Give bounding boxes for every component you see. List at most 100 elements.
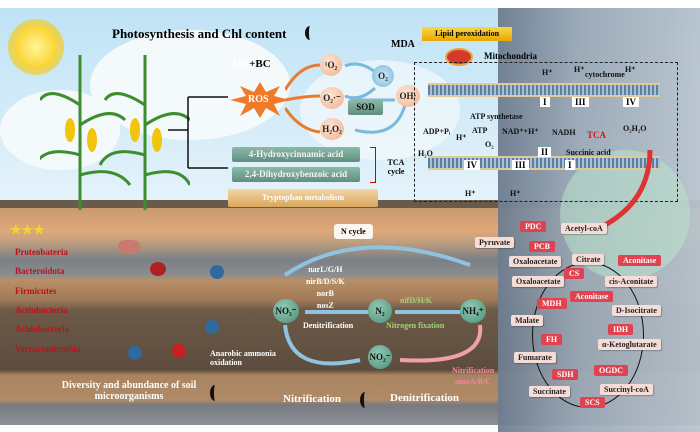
phylum-label: Proteobateria bbox=[15, 247, 68, 257]
microbe-icon bbox=[210, 265, 224, 279]
mitochondria-title: Mitochondria bbox=[484, 51, 537, 61]
h-plus-label: H⁺ bbox=[510, 189, 521, 198]
gene-label: nirB/D/S/K bbox=[306, 277, 345, 286]
n-cycle-arrows bbox=[283, 245, 483, 366]
microbe-icon bbox=[128, 346, 142, 360]
amo-genes-label: amoA/B/C bbox=[455, 377, 491, 386]
h2o-label: H₂O bbox=[418, 149, 433, 158]
n-cycle-box: N cycle bbox=[334, 224, 373, 239]
diversity-title: Diversity and abundance of soil microorg… bbox=[61, 380, 197, 402]
nitrate-node: NO₃⁻ bbox=[273, 299, 299, 323]
complex-iv: IV bbox=[464, 160, 481, 170]
decrease-arrow-icon bbox=[305, 26, 315, 40]
metabolite-oxaloacetate: Oxaloacetate bbox=[512, 276, 565, 287]
gene-label: nosZ bbox=[316, 301, 334, 310]
metabolite-alpha-ketoglutarate: α-Ketoglutarate bbox=[598, 339, 661, 350]
nif-genes-label: nifD/H/K bbox=[400, 296, 433, 305]
atp-label: ATP bbox=[472, 126, 488, 135]
metabolite-d-isocitrate: D-Isocitrate bbox=[612, 305, 661, 316]
metabolite-cis-aconitate: cis-Aconitate bbox=[605, 276, 658, 287]
tca-label: TCA bbox=[587, 130, 607, 140]
mda-label: MDA bbox=[391, 39, 415, 50]
enzyme-sdh: SDH bbox=[552, 369, 579, 380]
metabolite-malate: Malate bbox=[511, 315, 543, 326]
enzyme-aconitase: Aconitase bbox=[570, 291, 614, 302]
complex-iv: IV bbox=[623, 97, 640, 107]
tca-cycle-label: TCA cycle bbox=[387, 158, 405, 176]
inner-membrane-top bbox=[428, 83, 660, 97]
complex-ii: II bbox=[538, 147, 552, 157]
mitochondrion-icon bbox=[445, 48, 473, 66]
red-bracket bbox=[370, 147, 376, 183]
complex-i: I bbox=[565, 160, 575, 170]
gene-label: narL/G/H bbox=[308, 265, 343, 274]
enzyme-aconitase: Aconitase bbox=[618, 255, 662, 266]
nitrification-title: Nitrification bbox=[283, 393, 342, 405]
o2-h2o-label: O₂H₂O bbox=[623, 124, 647, 133]
treatment-mp: MP bbox=[232, 58, 250, 70]
complex-iii: III bbox=[572, 97, 589, 107]
phylum-label: Acidobacteria bbox=[15, 324, 69, 334]
cloud bbox=[0, 90, 120, 170]
phylum-label: Firmicutes bbox=[15, 286, 57, 296]
phylum-label: Bacteroidota bbox=[15, 266, 65, 276]
atp-synthetase-label: ATP synthetase bbox=[470, 112, 523, 121]
lipid-peroxidation-box: Lipid peroxidation bbox=[422, 27, 512, 41]
microbe-icon bbox=[150, 262, 166, 276]
enzyme-idh: IDH bbox=[608, 324, 634, 335]
complex-i: I bbox=[540, 97, 550, 107]
nad-label: NAD⁺+H⁺ bbox=[502, 127, 539, 136]
metabolite-succinate: Succinate bbox=[529, 386, 570, 397]
nitrogen-fixation-label: Nitrogen fixation bbox=[386, 321, 445, 330]
bracket-lines bbox=[168, 96, 228, 169]
mitochondria-panel bbox=[414, 62, 678, 202]
cloud bbox=[90, 30, 290, 140]
tryptophan-box: Tryptophan metabolism bbox=[228, 189, 378, 207]
dinitrogen-node: N₂ bbox=[368, 299, 392, 323]
ros-arrows bbox=[285, 62, 407, 134]
denitrification-genes: narL/G/H nirB/D/S/K norB nosZ bbox=[306, 264, 345, 312]
microbe-icon bbox=[205, 320, 219, 334]
o2-label: O₂ bbox=[485, 140, 494, 149]
ammonium-node: NH₄⁺ bbox=[460, 299, 486, 323]
phylum-label: Actinbacteria bbox=[15, 305, 68, 315]
denitrification-label: Denitrification bbox=[303, 321, 354, 330]
maize-plants-icon bbox=[40, 55, 190, 210]
hydrogen-peroxide-node: H₂O₂ bbox=[320, 118, 344, 140]
nitrite-node: NO₂⁻ bbox=[368, 345, 392, 369]
enzyme-cs: CS bbox=[564, 268, 585, 279]
metabolite-box: 2,4-Dihydroxybenzoic acid bbox=[232, 167, 360, 182]
increase-arrow-icon bbox=[210, 385, 220, 401]
enzyme-fh: FH bbox=[541, 334, 563, 345]
complex-iii: III bbox=[512, 160, 529, 170]
metabolite-fumarate: Fumarate bbox=[514, 352, 556, 363]
singlet-oxygen-node: ¹O₂ bbox=[320, 54, 342, 76]
gene-label: norB bbox=[316, 289, 335, 298]
enzyme-pdc: PDC bbox=[520, 221, 547, 232]
enzyme-ogdc: OGDC bbox=[594, 365, 628, 376]
h-plus-label: H⁺ bbox=[465, 189, 476, 198]
h-plus-label: H⁺ bbox=[456, 133, 467, 142]
sod-box: SOD bbox=[348, 100, 383, 115]
succinic-acid-label: Succinic acid bbox=[566, 148, 611, 157]
treatment-bc: +BC bbox=[249, 58, 271, 70]
metabolite-pyruvate: Pyruvate bbox=[475, 237, 515, 248]
ros-burst-icon bbox=[230, 82, 290, 118]
rating-stars: ★★★ bbox=[10, 222, 45, 237]
nadh-label: NADH bbox=[552, 128, 576, 137]
inner-membrane-bottom bbox=[428, 156, 660, 170]
enzyme-pcb: PCB bbox=[529, 241, 555, 252]
metabolite-box: 4-Hydroxycinnamic acid bbox=[232, 147, 360, 162]
phylum-label: Verrucomicrobia bbox=[15, 344, 81, 354]
metabolite-oxaloacetate: Oxaloacetate bbox=[509, 256, 562, 267]
photosynthesis-title: Photosynthesis and Chl content bbox=[112, 26, 287, 41]
anammox-label: Anarobic ammonia oxidation bbox=[210, 349, 276, 367]
cytochrome-label: cytochrome bbox=[585, 70, 625, 79]
superoxide-node: O₂·⁻ bbox=[320, 87, 344, 109]
ros-label: ROS bbox=[248, 94, 269, 105]
enzyme-scs: SCS bbox=[580, 397, 605, 408]
change-arrow-icon bbox=[360, 392, 370, 408]
sun-icon bbox=[14, 25, 58, 69]
h-plus-label: H⁺ bbox=[542, 68, 553, 77]
